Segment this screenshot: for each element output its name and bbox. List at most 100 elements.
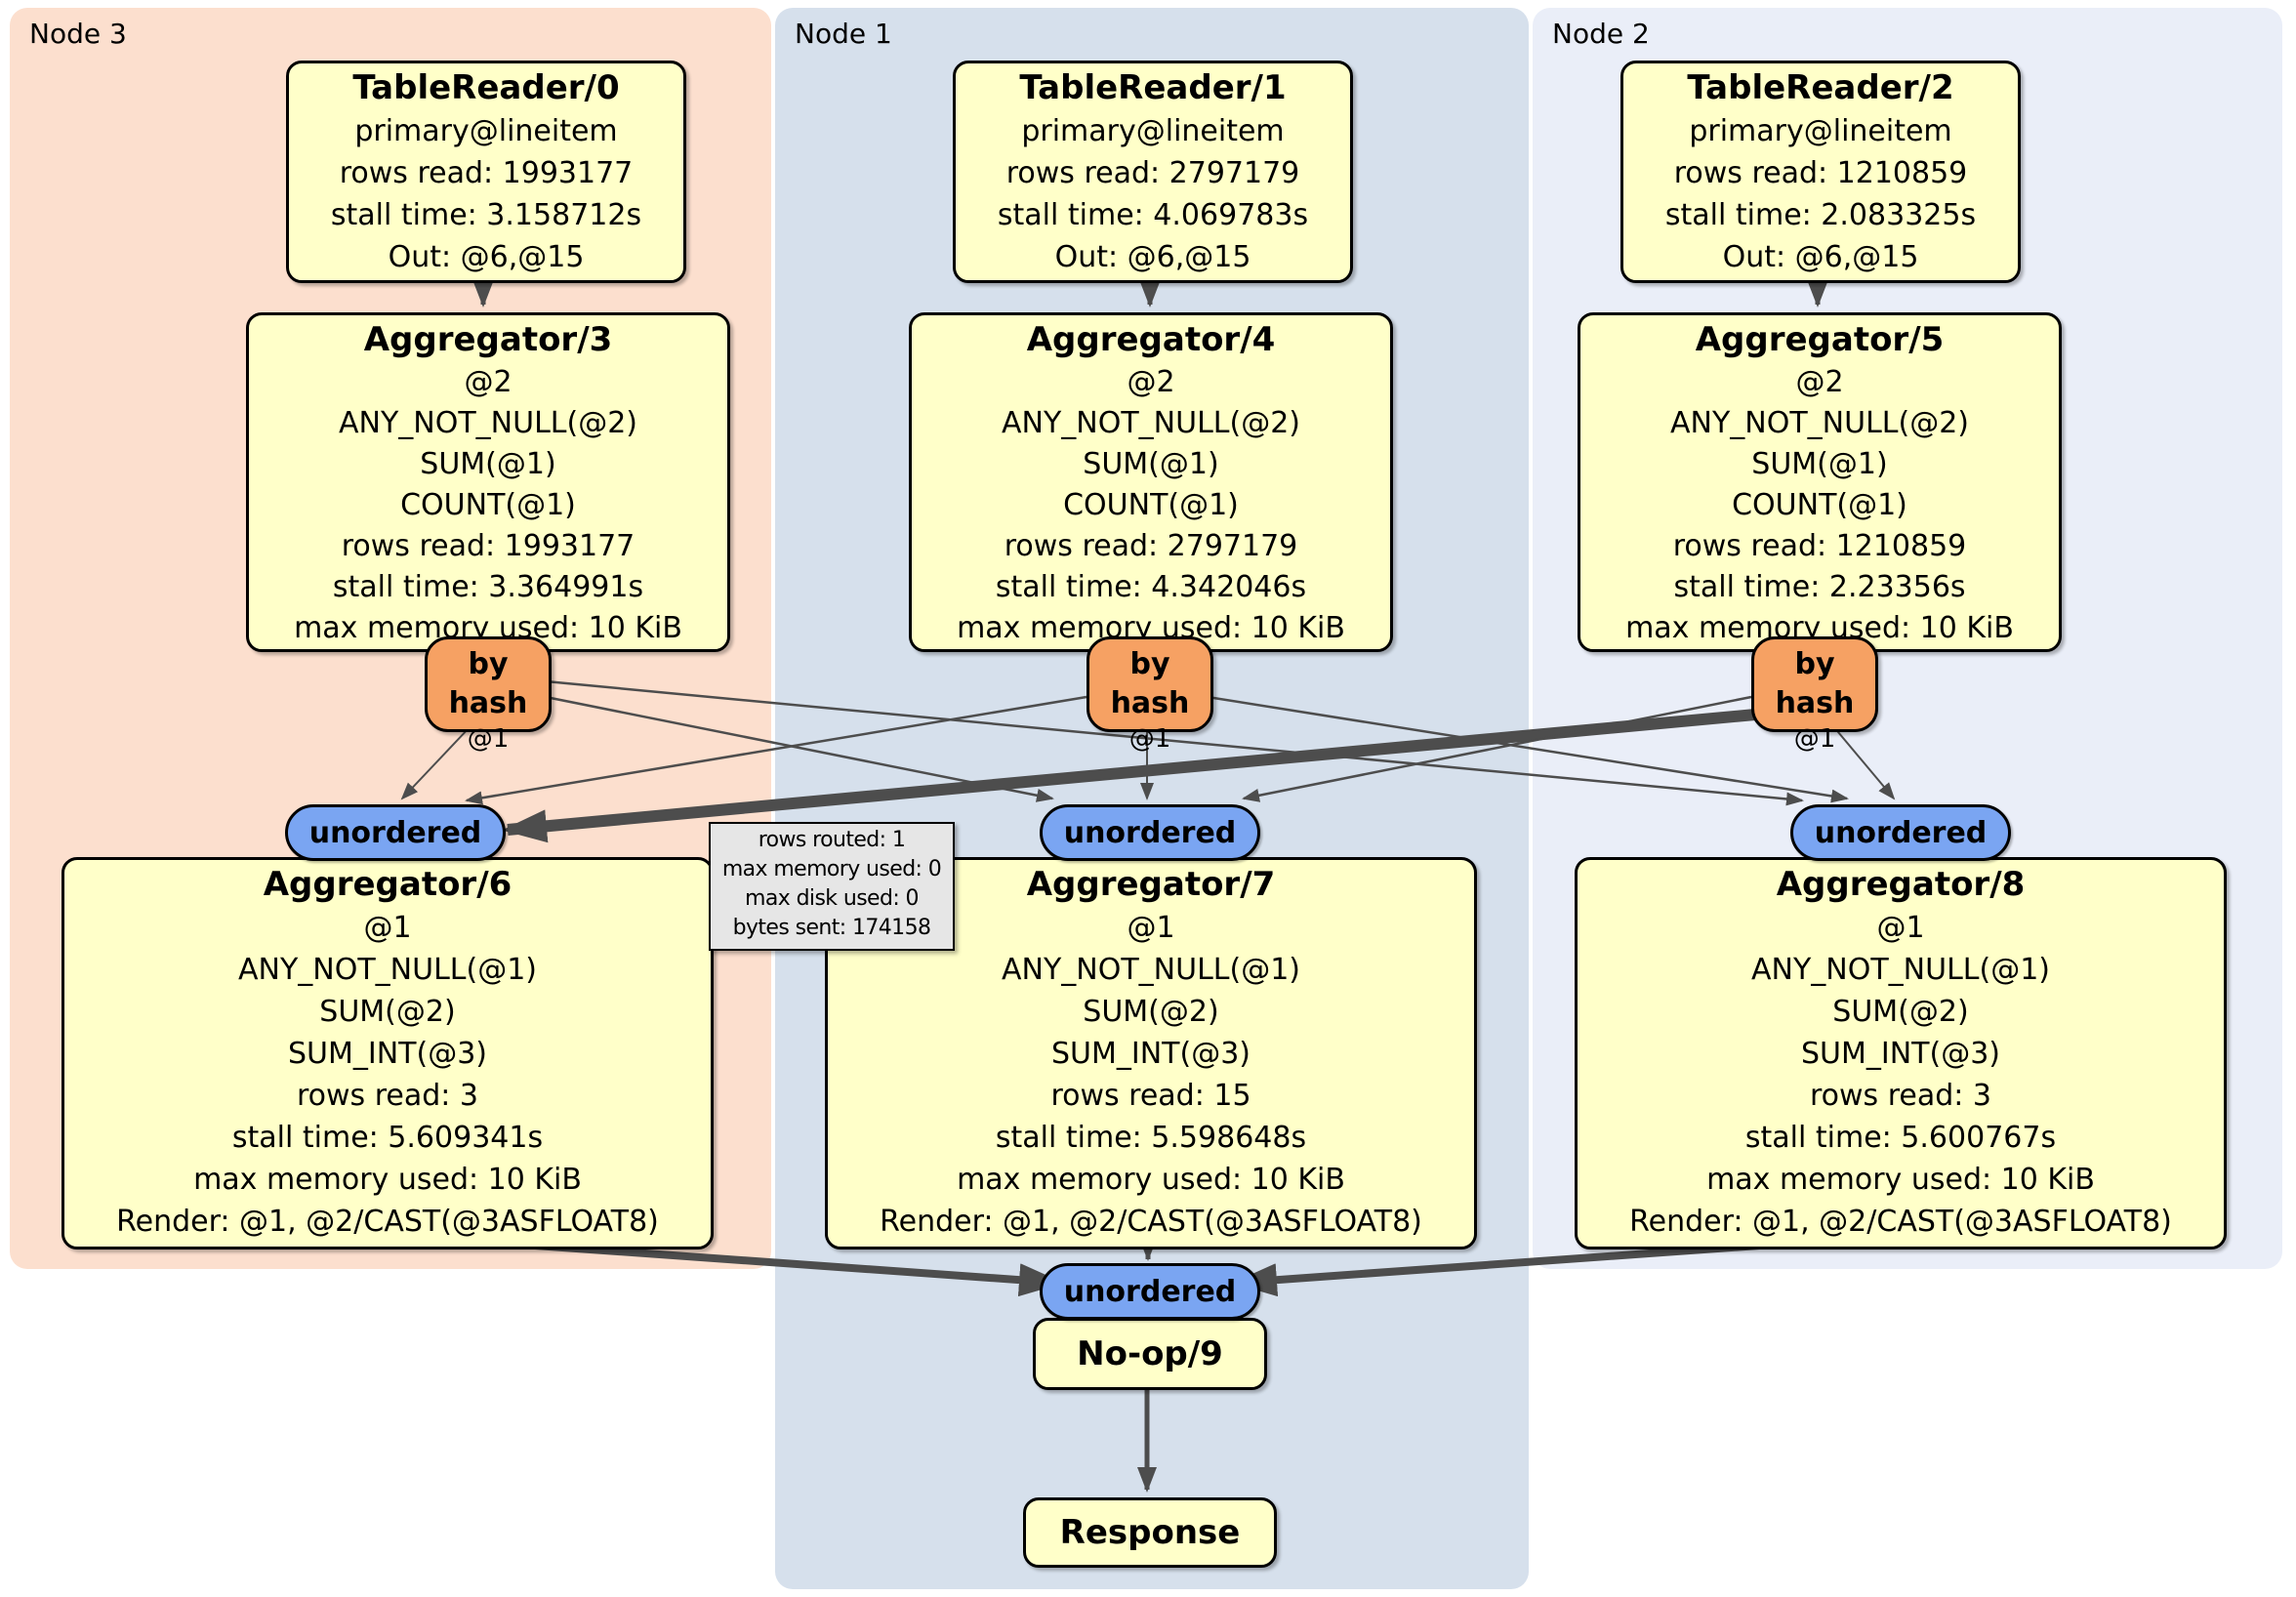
router-by-hash-3[interactable]: by hash @1 bbox=[425, 636, 552, 754]
router-columns: @1 bbox=[467, 724, 510, 754]
stat-line: @2 bbox=[464, 365, 512, 399]
stat-line: SUM(@2) bbox=[1832, 995, 1969, 1029]
stat-line: @2 bbox=[1127, 365, 1175, 399]
stat-line: rows read: 1993177 bbox=[339, 156, 634, 190]
stat-line: COUNT(@1) bbox=[1732, 488, 1907, 522]
stream-label: unordered bbox=[308, 815, 482, 850]
stat-line: COUNT(@1) bbox=[1063, 488, 1239, 522]
stat-line: ANY_NOT_NULL(@1) bbox=[238, 953, 537, 987]
node-response[interactable]: Response bbox=[1023, 1497, 1277, 1568]
node-title: TableReader/0 bbox=[352, 68, 620, 107]
router-title: by hash bbox=[448, 647, 528, 720]
node-title: TableReader/1 bbox=[1019, 68, 1287, 107]
tooltip-line: bytes sent: 174158 bbox=[732, 916, 931, 940]
stat-line: stall time: 3.364991s bbox=[332, 570, 644, 604]
stat-line: SUM(@2) bbox=[319, 995, 456, 1029]
router-by-hash-5[interactable]: by hash @1 bbox=[1751, 636, 1878, 754]
stat-line: stall time: 5.600767s bbox=[1744, 1121, 2057, 1155]
stat-line: max memory used: 10 KiB bbox=[957, 1163, 1345, 1197]
stream-label: unordered bbox=[1063, 815, 1237, 850]
stat-line: Render: @1, @2/CAST(@3ASFLOAT8) bbox=[1629, 1205, 2172, 1239]
node-tablereader-1[interactable]: TableReader/1 primary@lineitem rows read… bbox=[953, 61, 1353, 283]
stat-line: primary@lineitem bbox=[354, 114, 618, 148]
node-title: Aggregator/5 bbox=[1695, 320, 1945, 359]
tooltip-line: rows routed: 1 bbox=[758, 828, 906, 852]
node-title: No-op/9 bbox=[1077, 1334, 1223, 1373]
stat-line: stall time: 4.342046s bbox=[995, 570, 1307, 604]
stat-line: rows read: 3 bbox=[1809, 1079, 1992, 1113]
stat-line: rows read: 2797179 bbox=[1004, 529, 1298, 563]
node-aggregator-6[interactable]: Aggregator/6 @1 ANY_NOT_NULL(@1) SUM(@2)… bbox=[62, 857, 714, 1249]
stat-line: max memory used: 10 KiB bbox=[193, 1163, 582, 1197]
stat-line: SUM(@1) bbox=[1751, 447, 1888, 481]
node-aggregator-8[interactable]: Aggregator/8 @1 ANY_NOT_NULL(@1) SUM(@2)… bbox=[1575, 857, 2227, 1249]
tooltip-line: max memory used: 0 bbox=[721, 857, 942, 881]
stat-line: SUM_INT(@3) bbox=[1801, 1037, 2000, 1071]
stat-line: Out: @6,@15 bbox=[1054, 240, 1251, 274]
stream-label: unordered bbox=[1814, 815, 1988, 850]
stat-line: SUM_INT(@3) bbox=[1051, 1037, 1250, 1071]
node-title: Aggregator/8 bbox=[1776, 865, 2026, 904]
stat-line: @1 bbox=[363, 911, 412, 945]
node-aggregator-3[interactable]: Aggregator/3 @2 ANY_NOT_NULL(@2) SUM(@1)… bbox=[246, 312, 730, 652]
router-by-hash-4[interactable]: by hash @1 bbox=[1086, 636, 1213, 754]
node-title: Response bbox=[1059, 1513, 1241, 1552]
region-label: Node 2 bbox=[1552, 18, 1650, 50]
node-title: Aggregator/6 bbox=[263, 865, 512, 904]
stat-line: SUM(@1) bbox=[420, 447, 556, 481]
node-title: TableReader/2 bbox=[1687, 68, 1954, 107]
node-title: Aggregator/3 bbox=[363, 320, 613, 359]
stat-line: rows read: 1993177 bbox=[341, 529, 636, 563]
stat-line: rows read: 1210859 bbox=[1673, 156, 1968, 190]
node-tablereader-0[interactable]: TableReader/0 primary@lineitem rows read… bbox=[286, 61, 686, 283]
stat-line: SUM(@2) bbox=[1083, 995, 1219, 1029]
stat-line: stall time: 2.083325s bbox=[1664, 198, 1977, 232]
edge-stats-tooltip: rows routed: 1 max memory used: 0 max di… bbox=[709, 822, 955, 951]
node-aggregator-5[interactable]: Aggregator/5 @2 ANY_NOT_NULL(@2) SUM(@1)… bbox=[1578, 312, 2062, 652]
stat-line: rows read: 2797179 bbox=[1005, 156, 1300, 190]
stat-line: ANY_NOT_NULL(@2) bbox=[1670, 406, 1969, 440]
node-aggregator-4[interactable]: Aggregator/4 @2 ANY_NOT_NULL(@2) SUM(@1)… bbox=[909, 312, 1393, 652]
stat-line: max memory used: 10 KiB bbox=[1706, 1163, 2095, 1197]
stat-line: ANY_NOT_NULL(@2) bbox=[1002, 406, 1300, 440]
stat-line: rows read: 15 bbox=[1050, 1079, 1251, 1113]
stat-line: primary@lineitem bbox=[1021, 114, 1285, 148]
region-label: Node 1 bbox=[795, 18, 892, 50]
stat-line: SUM_INT(@3) bbox=[288, 1037, 487, 1071]
stat-line: ANY_NOT_NULL(@2) bbox=[339, 406, 637, 440]
router-title: by hash bbox=[1110, 647, 1190, 720]
stat-line: @2 bbox=[1795, 365, 1844, 399]
stream-unordered-9[interactable]: unordered bbox=[1040, 1263, 1260, 1320]
node-title: Aggregator/4 bbox=[1026, 320, 1276, 359]
stat-line: ANY_NOT_NULL(@1) bbox=[1002, 953, 1300, 987]
stat-line: @1 bbox=[1127, 911, 1175, 945]
stat-line: stall time: 4.069783s bbox=[997, 198, 1309, 232]
region-label: Node 3 bbox=[29, 18, 127, 50]
stat-line: SUM(@1) bbox=[1083, 447, 1219, 481]
stat-line: rows read: 1210859 bbox=[1672, 529, 1967, 563]
stat-line: @1 bbox=[1876, 911, 1925, 945]
stat-line: stall time: 2.23356s bbox=[1673, 570, 1966, 604]
stream-unordered-7[interactable]: unordered bbox=[1040, 804, 1260, 861]
stat-line: Render: @1, @2/CAST(@3ASFLOAT8) bbox=[880, 1205, 1422, 1239]
node-title: Aggregator/7 bbox=[1026, 865, 1276, 904]
stream-unordered-6[interactable]: unordered bbox=[285, 804, 506, 861]
stream-label: unordered bbox=[1063, 1274, 1237, 1309]
stream-unordered-8[interactable]: unordered bbox=[1790, 804, 2011, 861]
router-columns: @1 bbox=[1793, 724, 1836, 754]
node-noop-9[interactable]: No-op/9 bbox=[1033, 1318, 1267, 1390]
stat-line: stall time: 5.609341s bbox=[231, 1121, 544, 1155]
stat-line: ANY_NOT_NULL(@1) bbox=[1751, 953, 2050, 987]
stat-line: COUNT(@1) bbox=[400, 488, 576, 522]
tooltip-line: max disk used: 0 bbox=[745, 886, 920, 911]
stat-line: Render: @1, @2/CAST(@3ASFLOAT8) bbox=[116, 1205, 659, 1239]
router-title: by hash bbox=[1775, 647, 1855, 720]
router-columns: @1 bbox=[1128, 724, 1171, 754]
stat-line: stall time: 3.158712s bbox=[330, 198, 642, 232]
stat-line: primary@lineitem bbox=[1689, 114, 1952, 148]
stat-line: rows read: 3 bbox=[296, 1079, 479, 1113]
stat-line: Out: @6,@15 bbox=[388, 240, 585, 274]
stat-line: Out: @6,@15 bbox=[1722, 240, 1919, 274]
node-tablereader-2[interactable]: TableReader/2 primary@lineitem rows read… bbox=[1620, 61, 2021, 283]
